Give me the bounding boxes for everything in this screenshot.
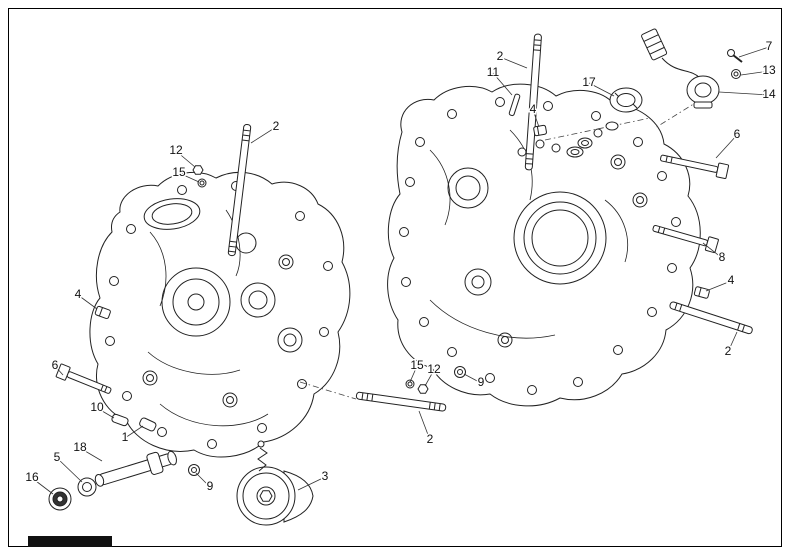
callout-label-3: 3 [322,469,329,483]
callout-leader-15 [178,172,200,183]
part-plug-left [94,305,111,320]
part-loose-washers [577,121,619,149]
callout-leader-4 [77,294,98,310]
callout-label-6: 6 [734,127,741,141]
part-washer-small [731,69,741,79]
part-oil-filter [236,440,314,526]
callout-leader-1 [124,425,144,439]
callout-label-12: 12 [427,362,441,376]
callout-leader-13 [740,70,770,76]
callout-label-1: 1 [122,430,129,444]
alignment-line [654,99,701,129]
part-plug-top [533,124,547,137]
callout-label-10: 10 [90,400,104,414]
callout-leader-4 [705,280,732,292]
alignment-line [299,381,357,400]
part-screw [727,49,743,63]
callout-leader-18 [79,447,103,462]
callout-label-15: 15 [172,165,186,179]
callout-leader-12 [175,150,196,168]
part-bolt-right-upper [660,154,730,180]
part-nut-washer-top [192,165,207,188]
part-bolt-left [55,363,112,394]
part-oring-middle [454,366,466,378]
part-stud-top-right [524,33,542,171]
callout-label-17: 17 [582,75,596,89]
callout-label-18: 18 [73,440,87,454]
callout-leader-8 [702,242,723,259]
callout-label-2: 2 [427,432,434,446]
callout-label-5: 5 [54,450,61,464]
part-oring-left [188,464,200,476]
part-sensor-assembly [641,28,720,109]
callout-label-2: 2 [725,344,732,358]
callout-label-4: 4 [728,273,735,287]
part-stud-small [508,93,521,117]
part-plug-right [693,286,710,299]
callout-leader-4 [532,109,540,128]
alignment-line [544,117,651,141]
callout-label-2: 2 [497,49,504,63]
part-stud-bottom-middle [355,391,447,412]
callout-label-8: 8 [719,250,726,264]
callout-leader-6 [54,365,64,376]
callout-label-11: 11 [487,65,500,79]
callout-leader-2 [418,410,431,441]
part-pin-1 [139,417,157,432]
callout-label-4: 4 [75,287,82,301]
callout-leader-10 [96,407,115,419]
right-crankcase-drawing [387,83,701,407]
callout-label-16: 16 [25,470,39,484]
callout-leader-16 [31,477,54,495]
callout-label-14: 14 [762,87,776,101]
callout-label-7: 7 [766,39,773,53]
callout-leader-11 [492,72,513,96]
callout-leader-6 [715,134,738,159]
callout-leader-2 [499,56,528,69]
callout-leader-5 [56,457,83,483]
left-crankcase-drawing [89,171,351,458]
callout-leader-2 [250,126,277,144]
callout-leader-12 [424,369,435,387]
part-bolt-right-lower [652,224,719,254]
callout-label-15: 15 [410,358,424,372]
callout-leader-9 [195,472,211,488]
callout-label-12: 12 [169,143,183,157]
callout-leader-7 [738,46,770,58]
callout-label-9: 9 [207,479,214,493]
callout-label-2: 2 [273,119,280,133]
callout-leader-15 [409,365,418,383]
callout-leader-14 [718,91,770,96]
page-frame [8,8,782,547]
callout-label-9: 9 [478,375,485,389]
footer-mark [28,536,112,547]
callout-leader-2 [727,331,738,353]
callout-leader-3 [297,476,326,491]
part-stud-top-left [227,123,252,257]
callout-label-13: 13 [762,63,776,77]
part-shaft-assembly [48,450,177,511]
callout-label-6: 6 [52,358,59,372]
part-nut-washer-middle [405,379,429,394]
callout-label-4: 4 [530,102,537,116]
part-seal [609,87,643,113]
callout-leader-9 [463,373,482,384]
callout-leader-17 [588,82,615,97]
part-stud-right-side [669,301,753,335]
